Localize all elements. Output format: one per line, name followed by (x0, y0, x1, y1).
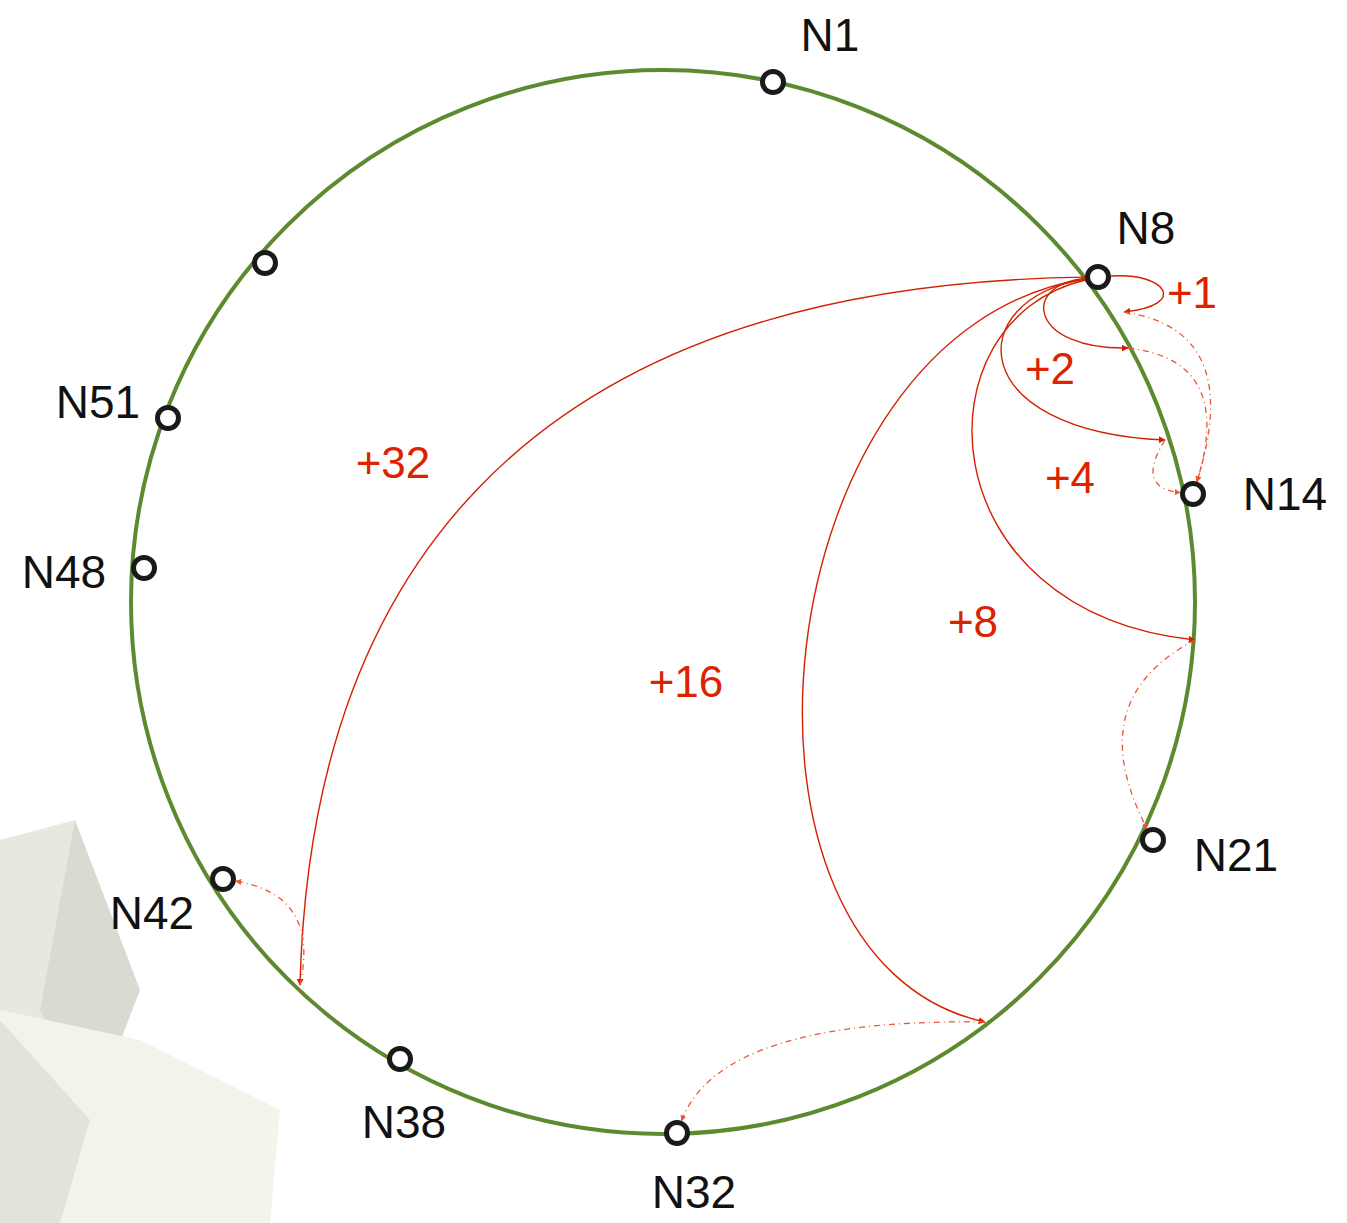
finger-connector (972, 280, 1195, 828)
chord-ring (131, 70, 1195, 1134)
finger-connector (236, 277, 1085, 985)
finger-line (300, 277, 1085, 985)
successor-line (236, 881, 304, 985)
node-label: N14 (1243, 471, 1327, 517)
bg-shape (0, 1020, 90, 1223)
finger-connector (682, 279, 1086, 1121)
ring-node: N51 (155, 405, 181, 431)
bg-shape (0, 1010, 280, 1223)
ring-node: N8 (1085, 264, 1111, 290)
ring-node: N38 (387, 1046, 413, 1072)
ring-node: N32 (664, 1120, 690, 1146)
ring-node: N21 (1140, 827, 1166, 853)
node-label: N32 (652, 1169, 736, 1215)
successor-line (1122, 640, 1195, 828)
finger-line (802, 279, 1085, 1022)
node-label: N38 (362, 1099, 446, 1145)
finger-label: +16 (646, 660, 727, 704)
finger-label: +8 (945, 600, 1001, 644)
finger-label: +32 (353, 441, 434, 485)
finger-label: +2 (1022, 347, 1078, 391)
background-shapes (0, 820, 280, 1223)
node-label: N51 (56, 379, 140, 425)
ring-node: N42 (210, 866, 236, 892)
finger-line (1111, 276, 1164, 312)
finger-label: +1 (1164, 271, 1220, 315)
ring-node: N1 (760, 69, 786, 95)
node-label: N8 (1117, 205, 1176, 251)
finger-line (972, 280, 1195, 640)
node-label: N48 (22, 549, 106, 595)
finger-line (1001, 279, 1165, 440)
ring-node: N14 (1180, 481, 1206, 507)
node-label: N21 (1194, 832, 1278, 878)
node-label: N1 (801, 12, 860, 58)
successor-line (1153, 440, 1180, 493)
finger-line (1044, 278, 1128, 348)
successor-line (682, 1022, 985, 1121)
ring-node-dot (255, 253, 276, 274)
finger-label: +4 (1042, 456, 1098, 500)
ring-node: N48 (131, 555, 157, 581)
successor-line (1128, 348, 1207, 482)
node-label: N42 (110, 890, 194, 936)
successor-line (1124, 312, 1211, 482)
